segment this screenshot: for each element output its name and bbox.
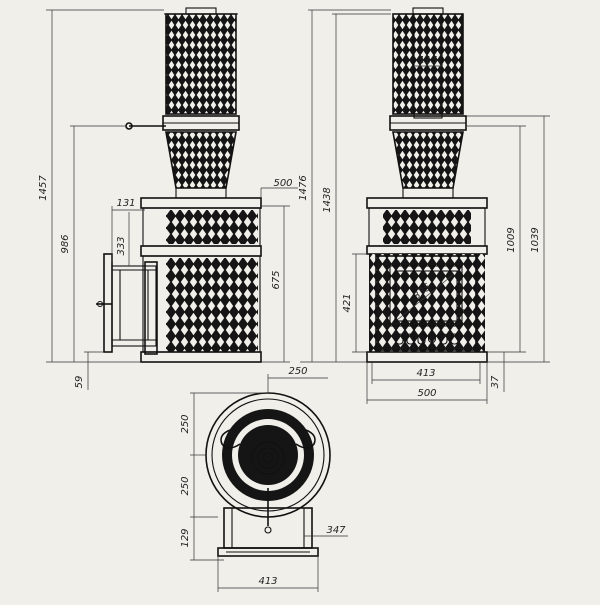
top-stones xyxy=(238,425,298,485)
front-view: 335 115 1476 1438 421 1009 1039 37 xyxy=(298,7,550,404)
side-lower-mesh xyxy=(166,258,258,352)
top-door-plate xyxy=(217,547,319,557)
dim-421: 421 xyxy=(342,293,353,312)
side-upper-mesh xyxy=(166,210,258,244)
dim-1476: 1476 xyxy=(298,175,309,200)
top-left-handle xyxy=(220,429,241,449)
dim-1009: 1009 xyxy=(506,227,517,252)
front-cone-mesh xyxy=(393,132,463,188)
dim-1438: 1438 xyxy=(322,187,333,212)
front-door-glass xyxy=(389,265,463,327)
front-glass-inner xyxy=(394,270,458,322)
side-mid-band xyxy=(140,245,262,257)
side-tunnel-frame xyxy=(103,253,113,353)
dim-413-top: 413 xyxy=(258,576,277,587)
dim-333: 333 xyxy=(116,236,127,255)
front-tank-lid xyxy=(412,7,444,15)
side-cone-mesh xyxy=(166,132,236,188)
dim-500-front: 500 xyxy=(417,388,436,399)
dim-250-b: 250 xyxy=(180,476,191,495)
dim-37: 37 xyxy=(490,375,501,388)
dim-347: 347 xyxy=(326,525,346,536)
top-view: 250 250 250 129 347 413 xyxy=(180,366,348,592)
front-tank-mesh xyxy=(393,14,463,114)
front-base xyxy=(366,351,488,363)
front-door-handle xyxy=(461,299,469,311)
front-neck xyxy=(402,187,454,199)
top-right-handle xyxy=(295,429,316,449)
top-chimney-inner xyxy=(257,447,279,469)
side-view: 1457 986 59 131 333 500 675 xyxy=(38,7,298,390)
top-chimney-core xyxy=(262,452,274,464)
dim-1039: 1039 xyxy=(530,227,541,252)
front-mid-band xyxy=(366,245,488,255)
side-handle-knob xyxy=(96,300,104,308)
dim-59: 59 xyxy=(74,376,85,389)
side-tank-lid xyxy=(185,7,217,15)
dim-line xyxy=(396,273,455,321)
side-tunnel xyxy=(111,265,157,347)
side-top-cap xyxy=(140,197,262,209)
front-upper-mesh xyxy=(383,210,471,244)
dim-986: 986 xyxy=(60,234,71,253)
side-tunnel-collar xyxy=(144,261,158,355)
dim-115: 115 xyxy=(418,55,437,66)
front-ash-vents xyxy=(395,333,459,345)
front-door-frame xyxy=(375,255,477,351)
front-lower-mesh xyxy=(369,254,485,352)
side-base xyxy=(140,351,262,363)
front-top-cap xyxy=(366,197,488,209)
dim-500-side: 500 xyxy=(273,178,292,189)
top-chimney xyxy=(251,441,285,475)
dim-250-top: 250 xyxy=(288,366,307,377)
dim-250-a: 250 xyxy=(180,414,191,433)
dim-131: 131 xyxy=(116,198,135,209)
dim-675: 675 xyxy=(271,270,282,289)
top-tap-knob xyxy=(264,526,272,534)
side-neck xyxy=(175,187,227,199)
dim-129: 129 xyxy=(180,528,191,547)
dim-1457: 1457 xyxy=(38,175,49,201)
side-tank-mesh xyxy=(166,14,236,114)
dim-413-front: 413 xyxy=(416,368,435,379)
